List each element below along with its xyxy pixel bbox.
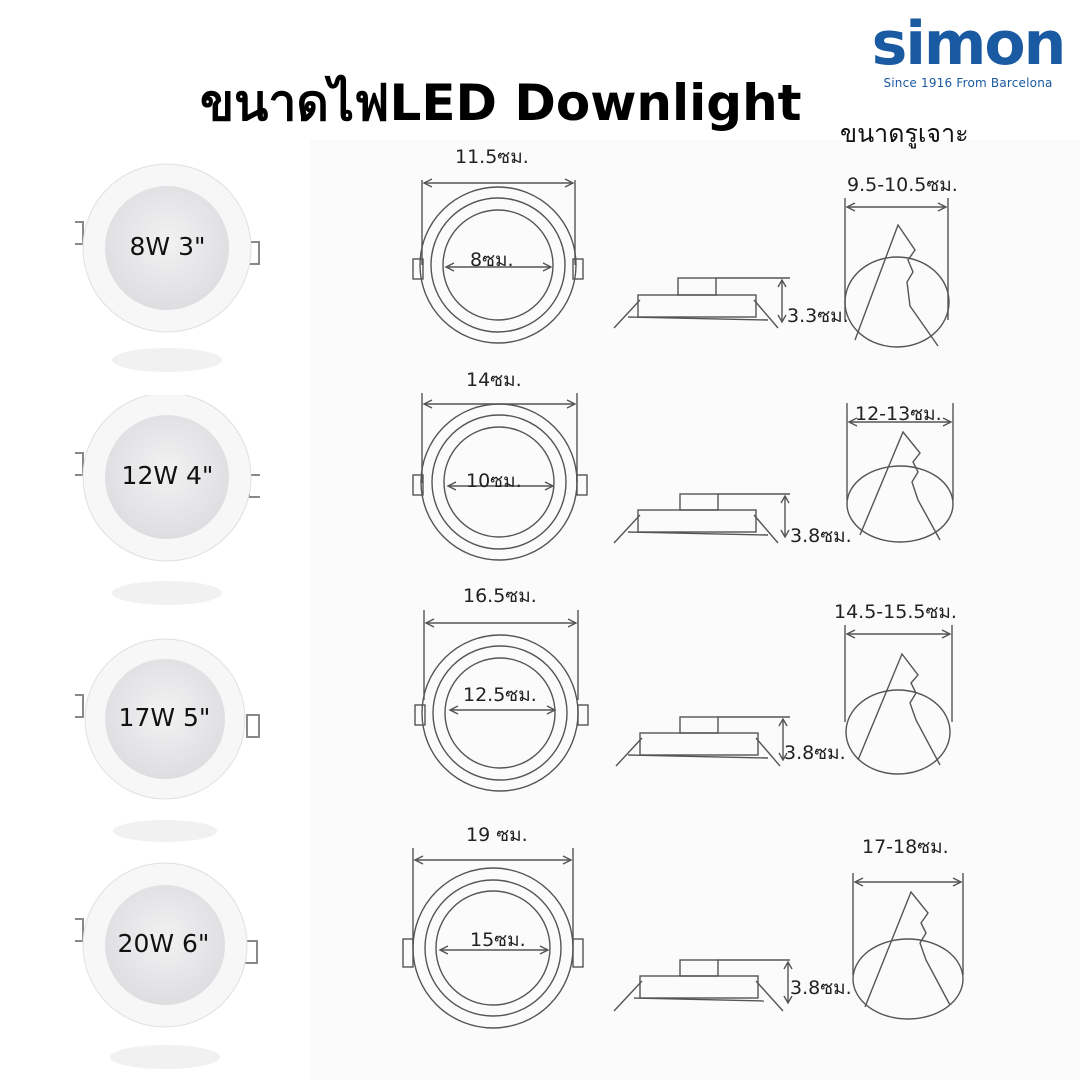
product-photo-12w: 12W 4" [75,395,260,615]
spec-row-12w: 12W 4" 14ซม. 10ซม. 3.8ซม. 12-13ซม. [0,365,1080,605]
cutout-diameter-label: 12-13ซม. [855,403,942,425]
dimension-drawing [402,848,964,1029]
logo-wordmark: simon [871,9,1067,79]
dimension-drawing [412,393,954,561]
height-label: 3.3ซม. [787,305,849,327]
downlight-photo-icon [75,163,260,372]
height-label: 3.8ซม. [790,525,852,547]
inner-diameter-label: 10ซม. [466,470,522,492]
cutout-size-header: ขนาดรูเจาะ [840,119,969,148]
dimension-drawing [414,610,953,792]
product-label: 8W 3" [129,232,206,261]
outer-diameter-label: 16.5ซม. [463,585,537,607]
product-photo-8w: 8W 3" [75,160,260,380]
cutout-diameter-label: 14.5-15.5ซม. [834,601,957,623]
cutout-diameter-label: 17-18ซม. [862,836,949,858]
inner-diameter-label: 8ซม. [470,249,514,271]
logo-tagline: Since 1916 From Barcelona [883,76,1053,90]
spec-row-20w: 20W 6" 19 ซม. 15ซม. 3.8ซม. 17-18ซม. [0,815,1080,1069]
spec-row-8w: 8W 3" 11.5ซม. 8ซม. 3 [0,146,1080,380]
downlight-photo-icon [75,638,260,842]
outer-diameter-label: 14ซม. [466,369,522,391]
product-label: 12W 4" [121,461,214,490]
product-label: 20W 6" [117,929,210,958]
inner-diameter-label: 12.5ซม. [463,684,537,706]
product-photo-20w: 20W 6" [75,857,260,1077]
downlight-photo-icon [75,395,260,605]
dimension-drawing [412,178,950,348]
product-label: 17W 5" [118,703,211,732]
page-title: ขนาดไฟLED Downlight [200,74,802,132]
cutout-diameter-label: 9.5-10.5ซม. [847,174,958,196]
height-label: 3.8ซม. [790,977,852,999]
height-label: 3.8ซม. [784,742,846,764]
downlight-photo-icon [75,862,258,1069]
spec-row-17w: 17W 5" 16.5ซม. 12.5ซม. 3.8ซม. 14.5-15.5 [0,580,1080,842]
product-photo-17w: 17W 5" [75,635,260,855]
outer-diameter-label: 11.5ซม. [455,146,529,168]
outer-diameter-label: 19 ซม. [466,824,528,846]
inner-diameter-label: 15ซม. [470,929,526,951]
simon-logo: simon Since 1916 From Barcelona [868,14,1068,94]
